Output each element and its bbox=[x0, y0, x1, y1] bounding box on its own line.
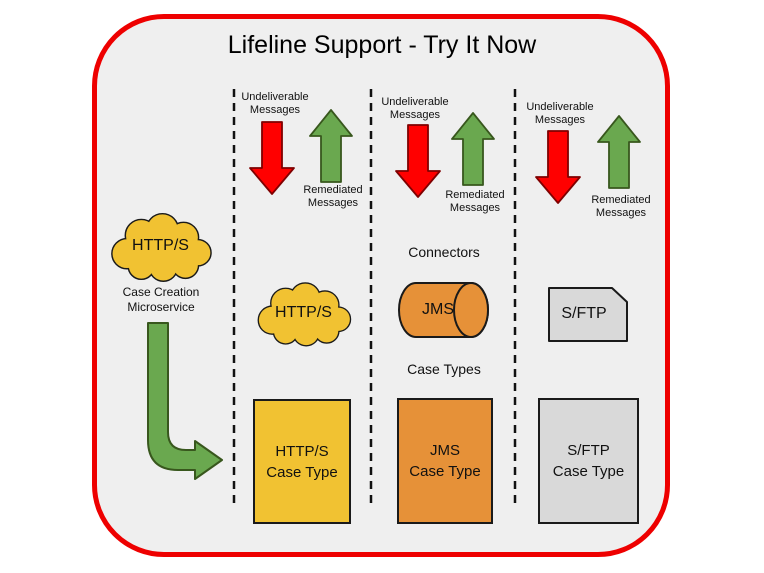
remediated-arrow-icon-https bbox=[309, 109, 353, 183]
case-creation-cloud-label: HTTP/S bbox=[132, 237, 189, 254]
case-creation-cloud: HTTP/S bbox=[103, 208, 218, 284]
jms-connector-cylinder bbox=[398, 282, 489, 338]
undeliverable-label-jms: Undeliverable Messages bbox=[381, 96, 449, 122]
https-connector-label: HTTP/S bbox=[275, 304, 332, 321]
undeliverable-arrow-icon-jms bbox=[395, 124, 441, 198]
https-connector-cloud: HTTP/S bbox=[250, 276, 357, 350]
connectors-heading: Connectors bbox=[408, 244, 480, 260]
undeliverable-arrow-icon-sftp bbox=[535, 130, 581, 204]
jms-case-type-label: JMS Case Type bbox=[409, 442, 481, 480]
undeliverable-label-sftp: Undeliverable Messages bbox=[526, 101, 594, 127]
sftp-case-type-box: S/FTP Case Type bbox=[538, 398, 639, 524]
undeliverable-label-https: Undeliverable Messages bbox=[241, 91, 309, 117]
remediated-label-sftp: Remediated Messages bbox=[591, 194, 651, 220]
case-flow-arrow-icon bbox=[147, 322, 223, 480]
remediated-label-https: Remediated Messages bbox=[303, 184, 363, 210]
https-case-type-box: HTTP/S Case Type bbox=[253, 399, 351, 524]
jms-case-type-box: JMS Case Type bbox=[397, 398, 493, 524]
sftp-connector-document bbox=[548, 287, 628, 342]
column-divider-1 bbox=[232, 89, 236, 507]
sftp-connector-label: S/FTP bbox=[561, 305, 607, 322]
remediated-arrow-icon-sftp bbox=[597, 115, 641, 189]
undeliverable-arrow-icon-https bbox=[249, 121, 295, 195]
remediated-arrow-icon-jms bbox=[451, 112, 495, 186]
column-divider-2 bbox=[369, 89, 373, 507]
column-divider-3 bbox=[513, 89, 517, 507]
https-case-type-label: HTTP/S Case Type bbox=[266, 442, 338, 481]
case-creation-caption: Case Creation Microservice bbox=[122, 285, 200, 314]
page-title: Lifeline Support - Try It Now bbox=[227, 31, 537, 59]
case-types-heading: Case Types bbox=[407, 361, 481, 377]
jms-connector-label: JMS bbox=[422, 301, 454, 318]
remediated-label-jms: Remediated Messages bbox=[445, 189, 505, 215]
sftp-case-type-label: S/FTP Case Type bbox=[552, 442, 625, 480]
